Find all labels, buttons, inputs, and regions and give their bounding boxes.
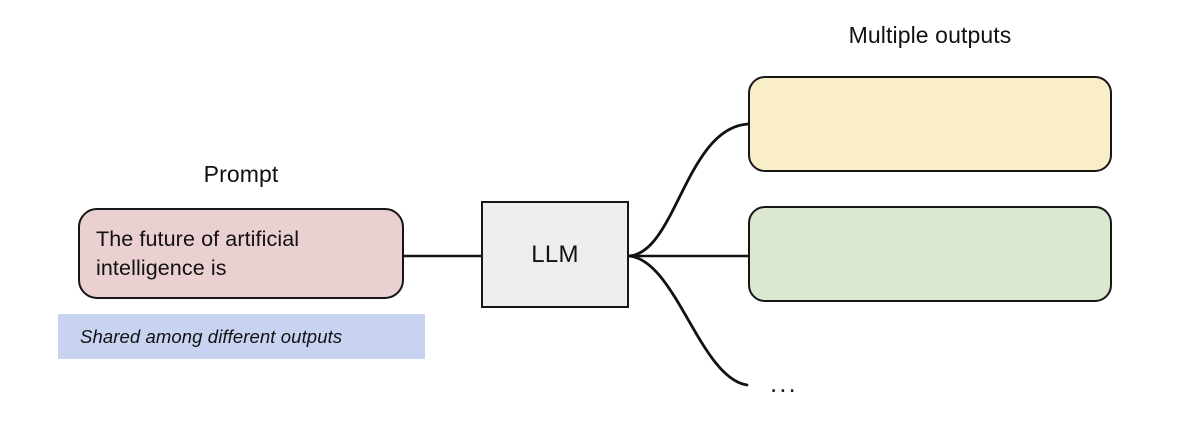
output-box-2[interactable] bbox=[748, 206, 1112, 302]
llm-box[interactable]: LLM bbox=[481, 201, 629, 308]
connector-llm-to-more-outputs bbox=[627, 254, 749, 387]
shared-among-outputs-note-text: Shared among different outputs bbox=[80, 325, 343, 347]
prompt-box[interactable]: The future of artificial intelligence is bbox=[78, 208, 404, 299]
connector-llm-to-output-1 bbox=[627, 122, 750, 258]
outputs-section-title: Multiple outputs bbox=[848, 22, 1012, 48]
more-outputs-ellipsis: ... bbox=[770, 368, 798, 398]
prompt-section-title: Prompt bbox=[203, 161, 279, 187]
output-box-1[interactable] bbox=[748, 76, 1112, 172]
llm-label: LLM bbox=[531, 240, 579, 268]
shared-among-outputs-note: Shared among different outputs bbox=[58, 314, 425, 359]
prompt-text: The future of artificial intelligence is bbox=[96, 226, 300, 280]
